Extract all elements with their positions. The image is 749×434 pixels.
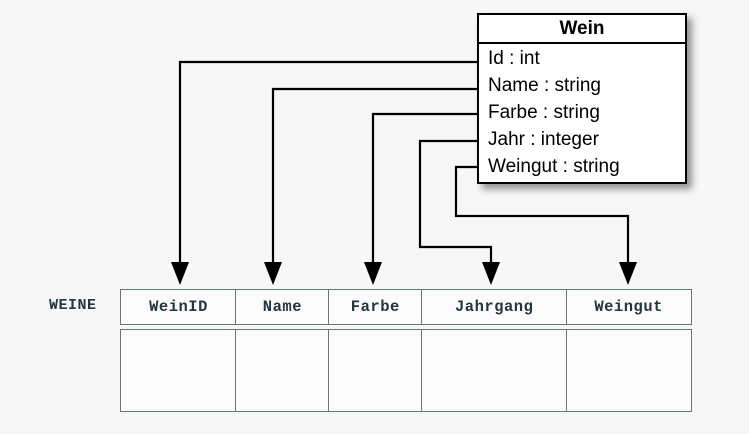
table-cell-weinid[interactable] [120,329,237,412]
table-header-farbe[interactable]: Farbe [327,289,423,325]
uml-attribute-jahr: Jahr : integer [488,129,599,150]
arrowhead-farbe [364,262,382,285]
arrowhead-weingut [619,262,637,285]
table-cell-weingut[interactable] [565,329,692,412]
uml-class-box[interactable]: Wein Id : int Name : string Farbe : stri… [477,13,687,184]
connector-weingut-to-weingut [454,165,637,285]
connector-name-to-name [264,87,477,285]
connector-farbe-to-farbe [364,112,477,285]
table-cell-farbe[interactable] [327,329,423,412]
table-header-name[interactable]: Name [235,289,330,325]
table-header-jahrgang[interactable]: Jahrgang [421,289,568,325]
arrowhead-name [264,262,282,285]
table-header-weingut[interactable]: Weingut [565,289,692,325]
uml-attribute-farbe: Farbe : string [488,102,600,123]
uml-attribute-list: Id : int Name : string Farbe : string Ja… [479,44,685,182]
arrowhead-weinid [171,262,189,285]
connector-id-to-weinid [171,60,477,285]
uml-class-name: Wein [479,15,685,44]
relational-table-label: WEINE [49,297,97,314]
uml-attribute-id: Id : int [488,48,540,69]
table-row [120,329,696,412]
relational-table: WeinID Name Farbe Jahrgang Weingut [120,289,696,412]
uml-attribute-name: Name : string [488,75,601,96]
table-header-weinid[interactable]: WeinID [120,289,237,325]
table-header-row: WeinID Name Farbe Jahrgang Weingut [120,289,696,325]
table-cell-name[interactable] [235,329,330,412]
table-cell-jahrgang[interactable] [421,329,568,412]
arrowhead-jahrgang [482,262,500,285]
uml-attribute-weingut: Weingut : string [488,156,620,177]
